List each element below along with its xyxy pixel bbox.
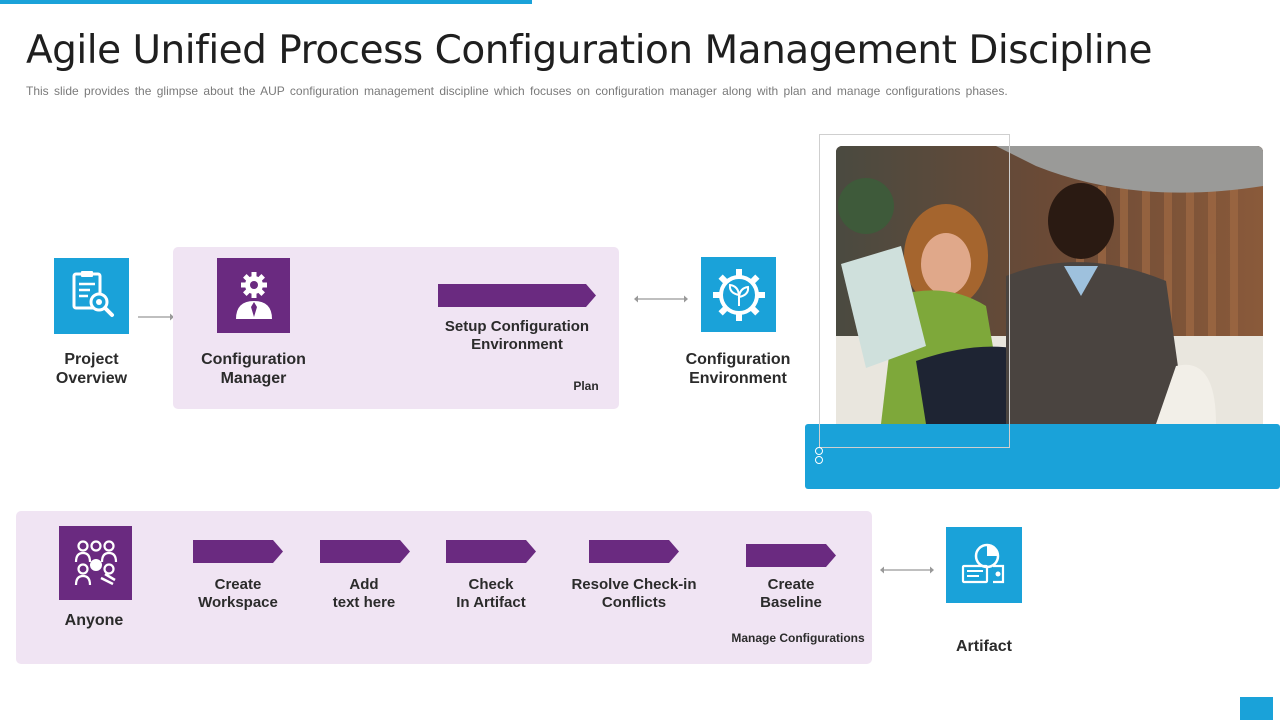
check-in-artifact-label: Check In Artifact: [456, 576, 526, 611]
corner-accent: [1240, 697, 1273, 720]
top-accent-bar: [0, 0, 532, 4]
arrow-right-icon: [138, 313, 174, 321]
resolve-conflicts-label: Resolve Check-in Conflicts: [571, 576, 697, 611]
manage-configurations-box: [16, 511, 872, 664]
create-workspace-label: Create Workspace: [198, 576, 278, 611]
team-icon: [74, 540, 117, 586]
step-arrow: [193, 540, 283, 563]
step-arrow: [446, 540, 536, 563]
create-baseline-label: Create Baseline: [760, 576, 822, 611]
frame-handle-dots: [815, 447, 823, 464]
configuration-manager-tile: [217, 258, 290, 333]
meeting-photo: [836, 146, 1263, 424]
step-arrow: [589, 540, 679, 563]
project-overview-tile: [54, 258, 129, 334]
page-subtitle: This slide provides the glimpse about th…: [26, 84, 1008, 98]
photo-illustration: [836, 146, 1263, 424]
step-arrow: [746, 544, 836, 567]
plan-phase-label: Plan: [573, 379, 599, 393]
anyone-label: Anyone: [64, 612, 124, 629]
double-arrow-icon: [880, 566, 934, 574]
page-title: Agile Unified Process Configuration Mana…: [26, 28, 1152, 73]
double-arrow-icon: [634, 295, 688, 303]
step-arrow: [438, 284, 596, 307]
project-overview-label: Project Overview: [55, 351, 128, 387]
gear-leaf-icon: [712, 268, 765, 321]
step-arrow: [320, 540, 410, 563]
setup-configuration-environment-label: Setup Configuration Environment: [444, 318, 590, 353]
anyone-tile: [59, 526, 132, 600]
add-text-label: Add text here: [332, 576, 396, 611]
configuration-environment-label: Configuration Environment: [685, 351, 791, 387]
gear-person-icon: [235, 271, 272, 319]
document-search-icon: [72, 271, 114, 317]
manage-phase-label: Manage Configurations: [731, 631, 865, 645]
configuration-manager-label: Configuration Manager: [201, 351, 306, 387]
photo-caption-banner: [805, 424, 1280, 489]
configuration-environment-tile: [701, 257, 776, 332]
artifact-label: Artifact: [955, 638, 1012, 655]
artifact-chart-icon: [961, 543, 1005, 584]
photo-outline-frame: [819, 134, 1010, 448]
artifact-tile: [946, 527, 1022, 603]
